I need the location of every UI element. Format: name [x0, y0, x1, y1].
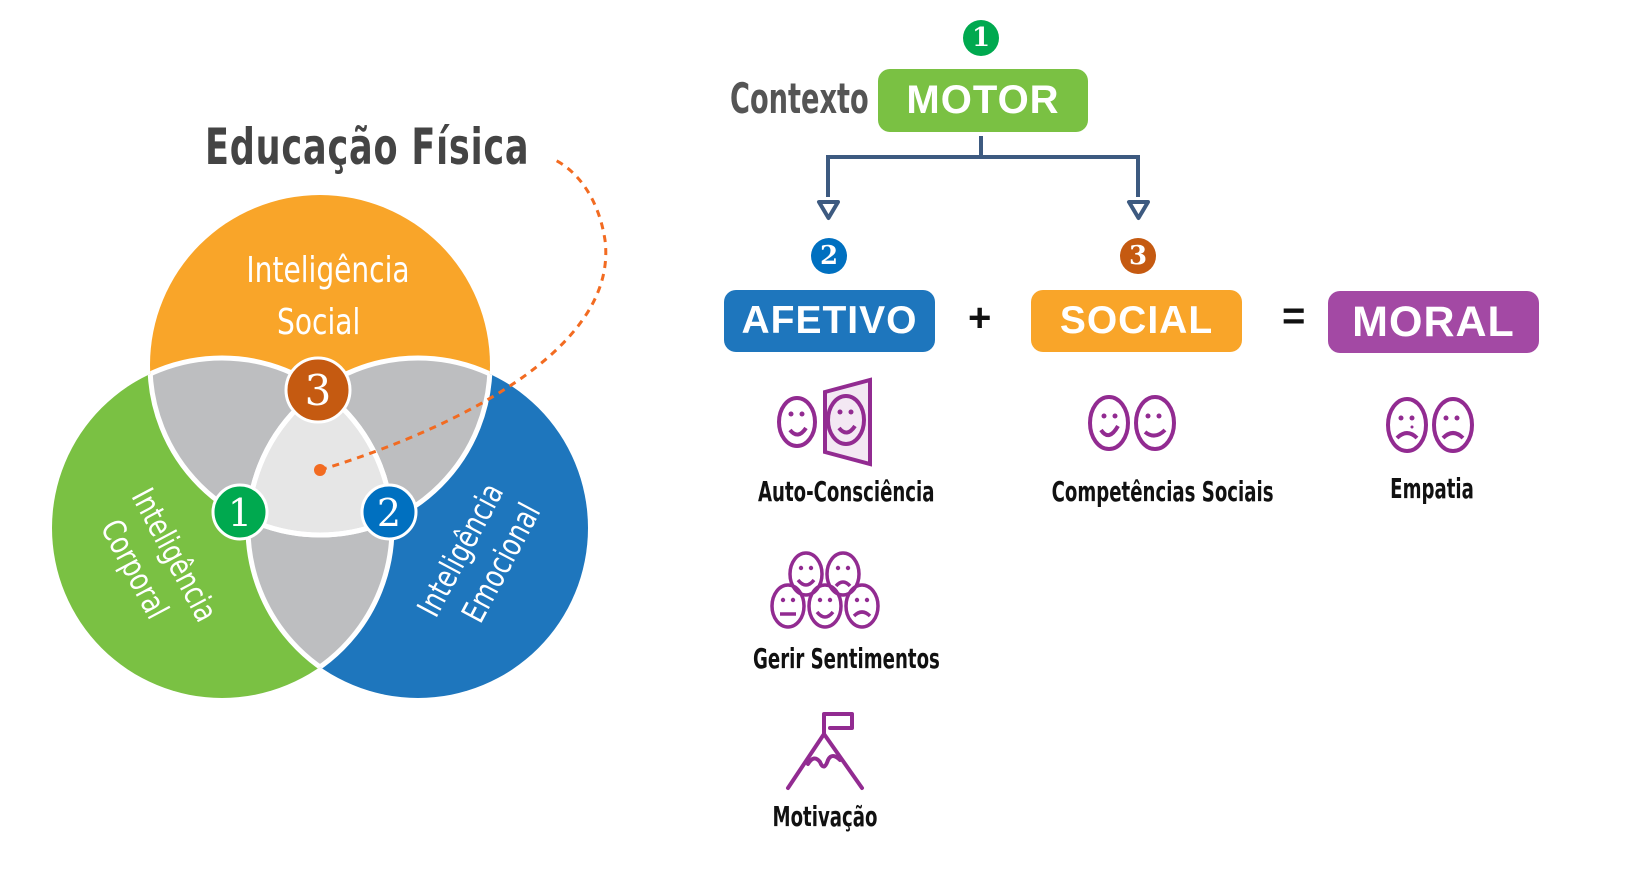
badge-afetivo: 2	[811, 238, 847, 274]
tree-connector	[817, 136, 1150, 220]
badge-social: 3	[1120, 238, 1156, 274]
self-awareness-mirror-icon	[777, 377, 872, 467]
context-label: Contexto	[730, 74, 869, 123]
badge-3: 3	[305, 366, 332, 415]
manage-feelings-faces-icon	[770, 551, 880, 629]
motor-box: MOTOR	[878, 69, 1088, 132]
moral-box: MORAL	[1328, 291, 1539, 353]
venn-title: Educação Física	[205, 118, 530, 176]
social-skills-faces-icon	[1088, 395, 1176, 451]
badge-2: 2	[377, 491, 401, 535]
arrow-social-icon	[1127, 200, 1150, 220]
label-competencias-sociais: Competências Sociais	[1051, 475, 1274, 508]
label-empatia: Empatia	[1390, 472, 1474, 505]
motivation-mountain-flag-icon	[786, 712, 864, 790]
label-auto-consciencia: Auto-Consciência	[758, 475, 935, 508]
social-box: SOCIAL	[1031, 290, 1242, 352]
afetivo-box: AFETIVO	[724, 290, 935, 352]
badge-3-circle	[284, 356, 352, 424]
badge-2-circle	[360, 483, 418, 541]
empathy-sad-faces-icon	[1386, 397, 1474, 453]
badge-1-circle	[211, 483, 269, 541]
label-motivacao: Motivação	[772, 800, 878, 833]
venn-diagram: 3 1 2 Inteligência Social Inteligência C…	[52, 158, 608, 698]
label-social-line1: Inteligência	[246, 249, 409, 291]
arrow-afetivo-icon	[817, 200, 840, 220]
plus-sign: +	[968, 296, 992, 340]
equals-sign: =	[1282, 294, 1306, 338]
center-region	[248, 358, 392, 535]
badge-1: 1	[228, 491, 252, 535]
badge-motor: 1	[963, 20, 999, 56]
label-gerir-sentimentos: Gerir Sentimentos	[753, 642, 940, 675]
connector-dot	[314, 464, 326, 476]
label-social-line2: Social	[277, 301, 360, 343]
connector-dotted-line	[319, 158, 608, 472]
